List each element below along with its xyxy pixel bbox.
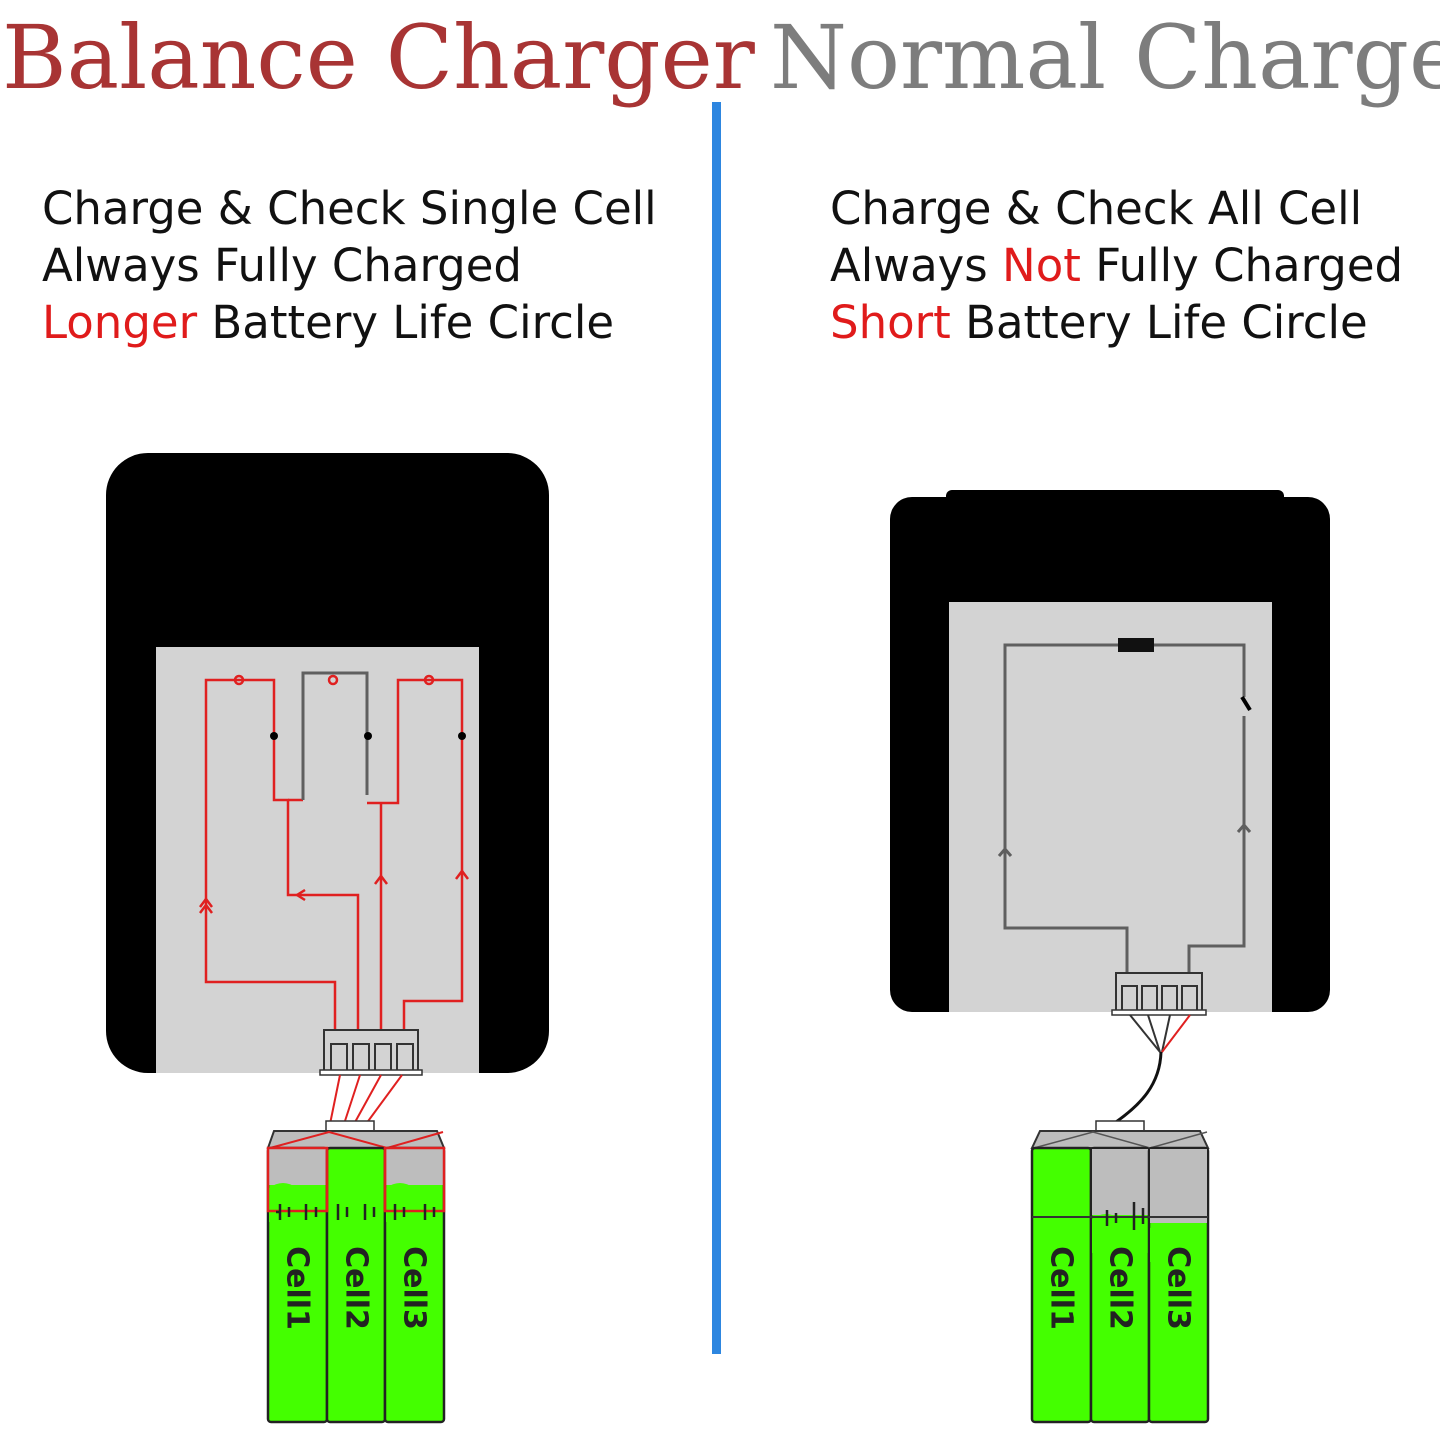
feature-text: Battery Life Circle — [950, 296, 1368, 349]
switch-dot — [458, 732, 466, 740]
feature-text: Charge & Check Single Cell — [42, 182, 657, 235]
charger-panel — [949, 602, 1272, 1012]
feature-line: Short Battery Life Circle — [830, 294, 1403, 351]
charger-wires — [1115, 1014, 1191, 1124]
feature-text: Always — [830, 239, 1003, 292]
feature-line: Charge & Check All Cell — [830, 180, 1403, 237]
battery-pack-icon: Cell1 Cell2 Cell3 — [266, 1120, 446, 1424]
normal-charger-icon — [890, 490, 1330, 1124]
feature-highlight: Not — [1002, 239, 1081, 292]
cell1-label: Cell1 — [1044, 1246, 1079, 1330]
charger-panel — [156, 647, 479, 1073]
feature-line: Always Fully Charged — [42, 237, 657, 294]
cell3-label: Cell3 — [397, 1246, 432, 1330]
normal-charger-features: Charge & Check All Cell Always Not Fully… — [830, 180, 1403, 351]
cell2-label: Cell2 — [339, 1246, 374, 1330]
feature-text: Charge & Check All Cell — [830, 182, 1363, 235]
feature-line: Charge & Check Single Cell — [42, 180, 657, 237]
feature-highlight: Short — [830, 296, 951, 349]
balance-charger-icon — [106, 453, 549, 1125]
feature-text: Battery Life Circle — [197, 296, 615, 349]
feature-line: Longer Battery Life Circle — [42, 294, 657, 351]
charger-plug-icon — [1111, 972, 1207, 1016]
feature-line: Always Not Fully Charged — [830, 237, 1403, 294]
battery-pack-icon: Cell1 Cell2 Cell3 — [1030, 1120, 1210, 1424]
normal-charger-title: Normal Charger — [770, 6, 1440, 109]
feature-text: Fully Charged — [1080, 239, 1404, 292]
cell1-label: Cell1 — [280, 1246, 315, 1330]
series-circuit — [997, 643, 1252, 975]
resistor-icon — [1118, 638, 1154, 652]
center-divider — [712, 102, 721, 1354]
switch-dot — [270, 732, 278, 740]
switch-dot — [364, 732, 372, 740]
balance-plug-icon — [319, 1029, 423, 1076]
cell2-label: Cell2 — [1103, 1246, 1138, 1330]
balance-wires — [329, 1074, 403, 1125]
feature-highlight: Longer — [42, 296, 198, 349]
cell3-label: Cell3 — [1161, 1246, 1196, 1330]
balance-charger-title: Balance Charger — [2, 6, 755, 109]
feature-text: Always Fully Charged — [42, 239, 522, 292]
switch-icon — [1240, 695, 1252, 712]
balance-charger-features: Charge & Check Single Cell Always Fully … — [42, 180, 657, 351]
